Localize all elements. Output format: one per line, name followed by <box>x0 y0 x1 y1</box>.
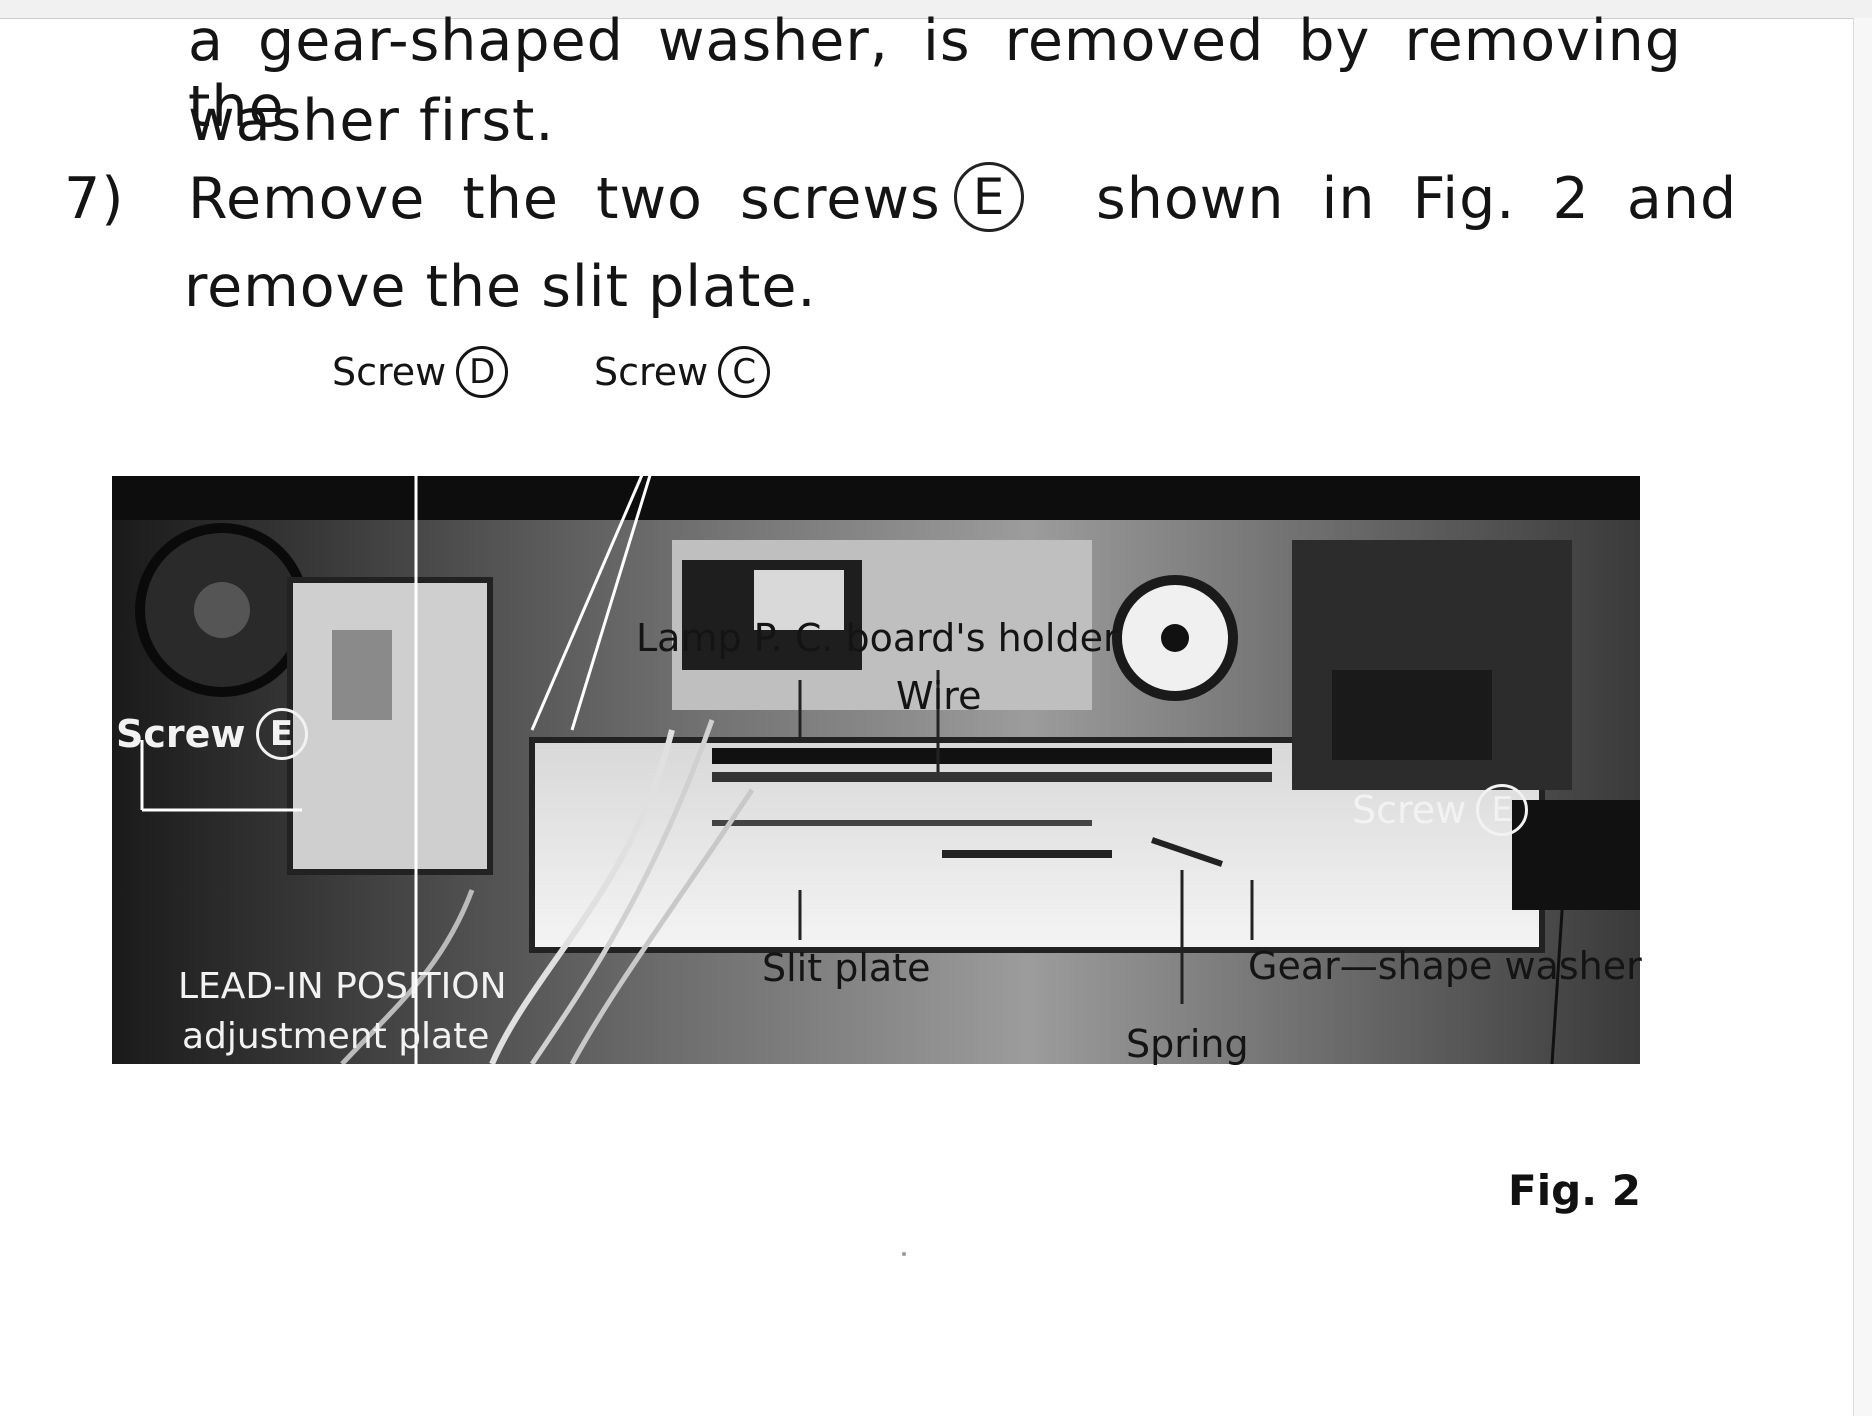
scrollbar-track[interactable] <box>1853 18 1872 1416</box>
label-wire: Wire <box>896 674 982 718</box>
circled-letter-e-right: E <box>1476 783 1529 836</box>
label-lamp-board-holder: Lamp P. C. board's holder <box>636 616 1119 660</box>
figure-caption: Fig. 2 <box>1508 1166 1641 1215</box>
step-text-part-2: shown in Fig. 2 and <box>1096 166 1738 232</box>
mechanism-photo <box>112 470 1640 1064</box>
label-gear-shape-washer: Gear—shape washer <box>1248 944 1642 988</box>
viewer-top-bar <box>0 0 1872 19</box>
text-line-2: washer first. <box>188 88 555 154</box>
circled-letter-c: C <box>718 345 771 398</box>
label-spring: Spring <box>1126 1022 1249 1066</box>
step-text-part-1: Remove the two screws <box>188 166 941 232</box>
text-line-1: a gear-shaped washer, is removed by remo… <box>188 8 1682 140</box>
label-adjustment-plate: adjustment plate <box>182 1016 490 1057</box>
scan-speck <box>902 1252 906 1256</box>
step-number: 7) <box>64 166 125 232</box>
circled-letter-d: D <box>456 345 509 398</box>
step-text-line-2: remove the slit plate. <box>184 254 817 320</box>
circled-letter-e: E <box>954 162 1024 233</box>
label-slit-plate: Slit plate <box>762 946 931 990</box>
label-lead-in-position: LEAD-IN POSITION <box>178 966 507 1007</box>
circled-letter-e-left: E <box>255 707 308 760</box>
step-screw-symbol: E <box>954 162 1024 233</box>
